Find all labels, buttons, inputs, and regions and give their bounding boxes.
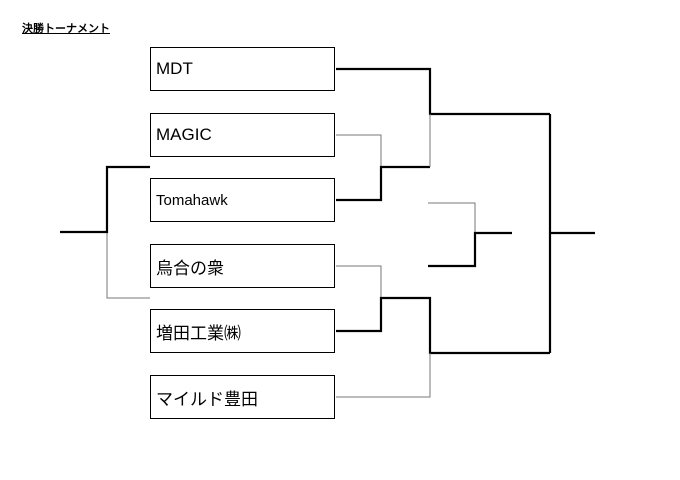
team-box-3: Tomahawk xyxy=(150,178,335,222)
bracket-line-center-thin xyxy=(428,202,476,233)
team-box-2: MAGIC xyxy=(150,113,335,157)
bracket-line-final xyxy=(548,114,595,353)
bracket-line-mdt xyxy=(336,67,550,116)
bracket-line-center-thick xyxy=(428,231,512,268)
bracket-line-left-thin xyxy=(106,232,150,299)
bracket-line-ugou xyxy=(336,265,382,298)
team-box-1: MDT xyxy=(150,47,335,91)
bracket-line-masuda xyxy=(336,296,550,355)
bracket-line-left-thick xyxy=(60,165,150,234)
team-box-6: マイルド豊田 xyxy=(150,375,335,419)
bracket-line-magic xyxy=(336,134,382,167)
team-box-5: 増田工業㈱ xyxy=(150,309,335,353)
tournament-title: 決勝トーナメント xyxy=(22,22,110,35)
bracket-line-mild xyxy=(336,353,431,398)
bracket-line-tomahawk xyxy=(336,165,430,202)
team-box-4: 烏合の衆 xyxy=(150,244,335,288)
